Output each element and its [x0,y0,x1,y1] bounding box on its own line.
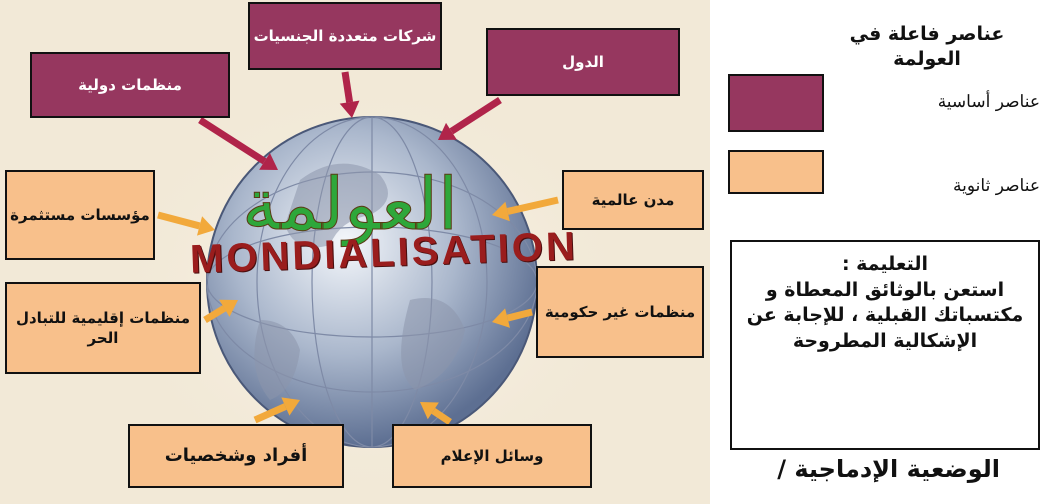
continents [254,163,465,400]
arrow-multinationals-head [339,100,360,118]
arrow-states-shaft [449,97,502,135]
arrow-investors-head [196,216,215,236]
node-multinationals: شركات متعددة الجنسيات [248,2,442,70]
globe-diagram [112,71,632,500]
integration-title: الوضعية الإدماجية / [777,455,1000,483]
globe-title: العولمة [241,162,459,247]
node-intl-orgs: منظمات دولية [30,52,230,118]
instruction-body: استعن بالوثائق المعطاة و مكتسباتك القبلي… [746,278,1024,352]
node-media: وسائل الإعلام [392,424,592,488]
arrow-intl-orgs-head [259,152,278,170]
arrow-multinationals-shaft [341,71,354,103]
arrow-intl-orgs-shaft [198,117,267,165]
diagram-panel: العولمة MONDIALISATION منظمات دولية شركا… [0,0,710,504]
arrow-global-cities-head [492,201,510,222]
arrow-free-trade-head [219,299,238,317]
legend-label-secondary: عناصر ثانوية [953,176,1040,196]
arrow-global-cities-shaft [506,196,559,215]
instruction-box: التعليمة : استعن بالوثائق المعطاة و مكتس… [730,240,1040,450]
arrow-media-head [420,402,439,420]
legend-swatch-secondary [728,150,824,194]
arrow-states-head [438,122,457,140]
legend-label-primary: عناصر أساسية [937,92,1040,112]
arrow-investors-shaft [157,211,201,230]
arrow-individuals-head [281,397,300,416]
arrow-ngos-shaft [506,308,533,322]
legend-title: عناصر فاعلة في العولمة [849,23,1005,70]
node-free-trade: منظمات إقليمية للتبادل الحر [5,282,201,374]
arrow-free-trade-shaft [203,305,227,323]
node-ngos: منظمات غير حكومية [536,266,704,358]
node-global-cities: مدن عالمية [562,170,704,230]
node-individuals: أفراد وشخصيات [128,424,344,488]
arrow-ngos-head [492,308,510,328]
node-states: الدول [486,28,680,96]
instruction-heading: التعليمة : [841,253,929,275]
node-investors: مؤسسات مستثمرة [5,170,155,260]
legend-swatch-primary [728,74,824,132]
arrow-media-shaft [431,407,452,425]
arrow-individuals-shaft [253,403,287,424]
